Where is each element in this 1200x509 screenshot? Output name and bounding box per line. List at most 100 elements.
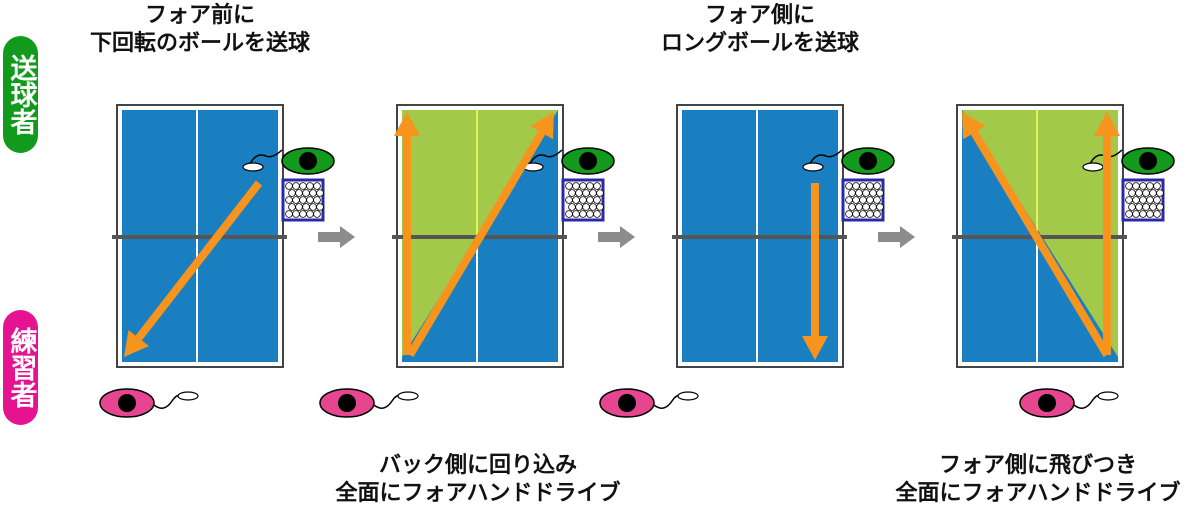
basket-ball <box>589 189 597 197</box>
basket-ball <box>1135 189 1143 197</box>
basket-ball <box>866 182 874 190</box>
panel-2-drive-cross-arrow-head <box>530 112 554 140</box>
basket-ball <box>565 210 573 218</box>
panel-1-top-caption-line-2: 下回転のボールを送球 <box>89 31 311 56</box>
basket-ball <box>1139 210 1147 218</box>
basket-ball <box>313 182 321 190</box>
basket-ball <box>1146 210 1154 218</box>
basket-ball <box>295 203 303 211</box>
basket-ball <box>866 210 874 218</box>
basket-ball <box>852 210 860 218</box>
basket-ball <box>568 189 576 197</box>
server-2-pupil <box>579 152 597 170</box>
basket-ball <box>572 210 580 218</box>
server-4-pupil <box>1139 152 1157 170</box>
basket-ball <box>866 196 874 204</box>
server-3-pupil <box>859 152 877 170</box>
basket-ball <box>873 182 881 190</box>
basket-ball <box>572 196 580 204</box>
basket-ball <box>1139 182 1147 190</box>
basket-ball <box>565 182 573 190</box>
basket-ball <box>1125 182 1133 190</box>
server-1-racket-icon <box>242 162 264 172</box>
practicer-1-pupil <box>118 394 136 412</box>
panel-1-serve-arrow-shaft <box>135 180 263 341</box>
basket-ball <box>852 182 860 190</box>
basket-ball <box>309 203 317 211</box>
basket-ball <box>299 210 307 218</box>
basket-ball <box>876 189 884 197</box>
basket-ball <box>596 203 604 211</box>
panel-2-bottom-caption-line-2: 全面にフォアハンドドライブ <box>335 481 621 506</box>
basket-ball <box>869 189 877 197</box>
basket-ball <box>862 189 870 197</box>
basket-ball <box>572 182 580 190</box>
basket-ball <box>579 196 587 204</box>
practicer-3-racket-handle <box>653 394 681 409</box>
basket-ball <box>586 210 594 218</box>
basket-ball <box>288 189 296 197</box>
panel-2-drive-cross-arrow-shaft <box>406 130 546 358</box>
panel-4-drive-straight-arrow-head <box>1094 112 1120 136</box>
practicer-2-racket-handle <box>373 394 401 409</box>
practicer-label: 練習者 <box>3 310 38 425</box>
basket-ball <box>859 196 867 204</box>
basket-ball <box>285 210 293 218</box>
basket-ball <box>855 203 863 211</box>
basket-ball <box>565 196 573 204</box>
basket-ball <box>845 182 853 190</box>
basket-ball <box>1125 196 1133 204</box>
basket-ball <box>869 203 877 211</box>
basket-ball <box>845 210 853 218</box>
basket-ball <box>1149 189 1157 197</box>
practicer-2-racket-icon <box>397 391 419 401</box>
basket-ball <box>848 189 856 197</box>
practicer-3-racket-icon <box>677 391 699 401</box>
basket-ball <box>1153 210 1161 218</box>
server-3-racket-icon <box>802 162 824 172</box>
practicer-4-racket-icon <box>1097 391 1119 401</box>
panel-3-top-caption-line-1: フォア側に <box>704 3 816 28</box>
basket-ball <box>292 210 300 218</box>
basket-ball <box>593 182 601 190</box>
step-arrow-3 <box>878 226 915 248</box>
basket-ball <box>848 203 856 211</box>
panel-2-bottom-caption-line-1: バック側に回り込み <box>378 453 578 478</box>
basket-ball <box>1132 210 1140 218</box>
basket-ball <box>316 189 324 197</box>
basket-ball <box>1146 182 1154 190</box>
basket-ball <box>1146 196 1154 204</box>
basket-ball <box>589 203 597 211</box>
panel-4-drive-cross-arrow-head <box>962 112 986 140</box>
basket-ball <box>586 182 594 190</box>
basket-ball <box>862 203 870 211</box>
server-4-racket-icon <box>1082 162 1104 172</box>
basket-ball <box>855 189 863 197</box>
panel-3-top-caption-line-2: ロングボールを送球 <box>660 31 860 56</box>
basket-ball <box>1128 189 1136 197</box>
basket-ball <box>295 189 303 197</box>
basket-ball <box>1153 182 1161 190</box>
basket-ball <box>302 203 310 211</box>
basket-ball <box>285 196 293 204</box>
practicer-1-racket-icon <box>177 391 199 401</box>
basket-ball <box>873 196 881 204</box>
panel-1-top-caption-line-1: フォア前に <box>144 3 256 28</box>
basket-ball <box>288 203 296 211</box>
basket-ball <box>859 210 867 218</box>
basket-ball <box>1142 189 1150 197</box>
basket-ball <box>852 196 860 204</box>
basket-ball <box>586 196 594 204</box>
practicer-4-racket-handle <box>1073 394 1101 409</box>
step-arrow-1 <box>318 226 355 248</box>
basket-ball <box>873 210 881 218</box>
practicer-4-pupil <box>1038 394 1056 412</box>
basket-ball <box>845 196 853 204</box>
basket-ball <box>309 189 317 197</box>
basket-ball <box>1156 189 1164 197</box>
panel-4-drive-cross-arrow-shaft <box>970 130 1111 358</box>
basket-ball <box>596 189 604 197</box>
basket-ball <box>1132 196 1140 204</box>
